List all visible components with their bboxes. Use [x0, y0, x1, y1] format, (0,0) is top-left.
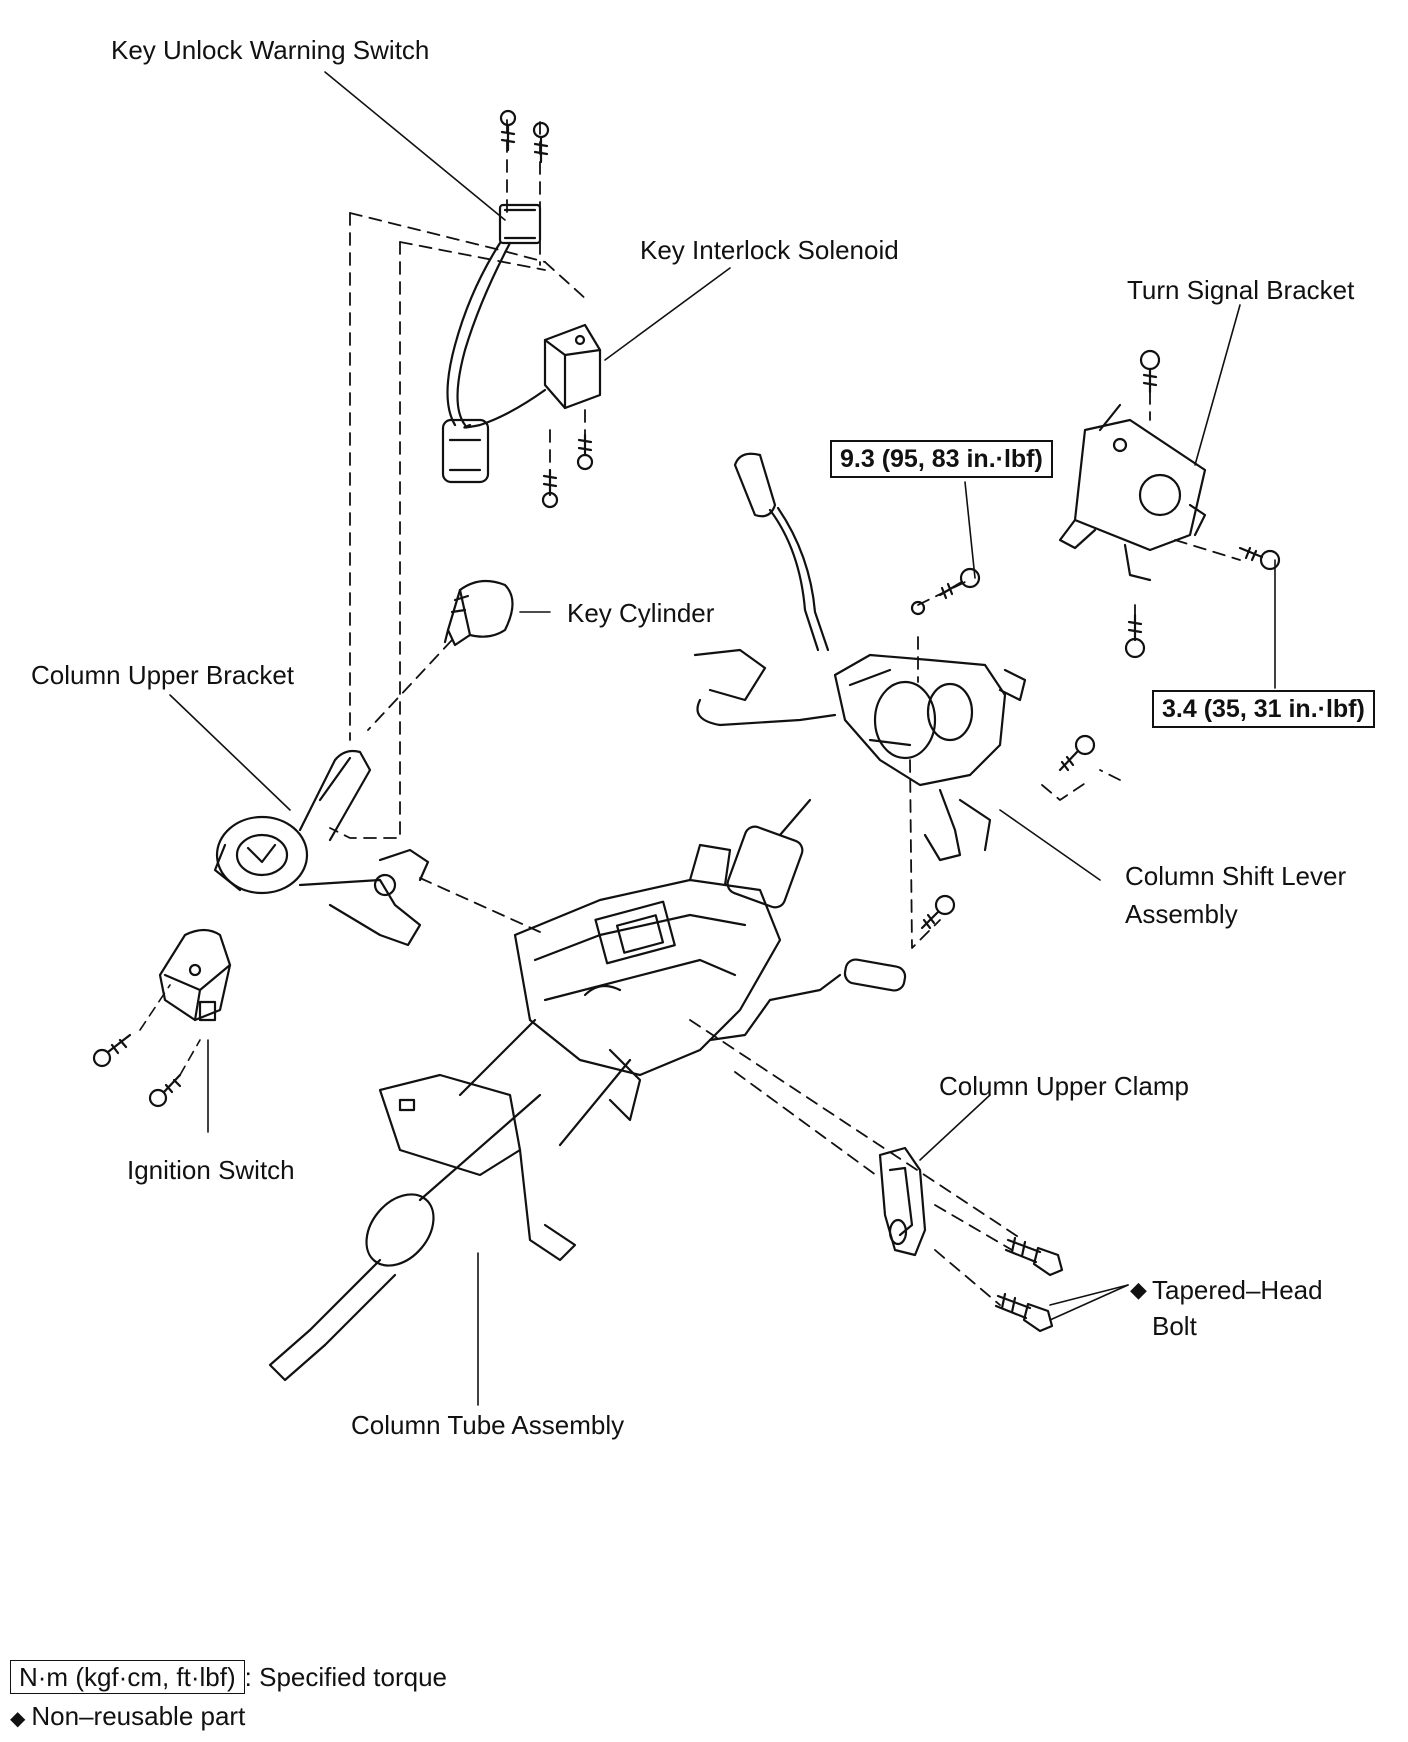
column-upper-bracket-part [213, 749, 430, 947]
non-reusable-marker-icon: ◆ [1130, 1277, 1147, 1302]
torque-spec-shift-lever-bolt: 9.3 (95, 83 in.·lbf) [830, 440, 1053, 478]
legend-torque-unit-box: N·m (kgf·cm, ft·lbf) [10, 1660, 245, 1694]
label-turn-signal-bracket: Turn Signal Bracket [1127, 275, 1355, 305]
screw-icon [499, 109, 517, 152]
diamond-icon: ◆ [10, 1708, 26, 1730]
label-column-shift-lever-assembly: Column Shift Lever Assembly [1125, 860, 1346, 930]
label-column-shift-lever-line2: Assembly [1125, 899, 1238, 929]
label-column-upper-bracket: Column Upper Bracket [31, 660, 294, 690]
column-tube-assembly-part [268, 798, 907, 1382]
ignition-switch-part [158, 928, 232, 1022]
screw-icon [1058, 734, 1096, 772]
column-upper-clamp-part [878, 1146, 927, 1257]
label-column-shift-lever-line1: Column Shift Lever [1125, 861, 1347, 891]
label-tapered-head-bolt: Tapered–Head Bolt [1152, 1274, 1323, 1342]
column-shift-lever-assembly-part [693, 452, 1027, 862]
screw-icon [1124, 613, 1146, 659]
screw-icon [92, 1033, 132, 1068]
label-column-upper-clamp: Column Upper Clamp [939, 1071, 1189, 1101]
screw-icon [920, 894, 956, 930]
turn-signal-bracket-part [1058, 403, 1207, 582]
screw-icon [1238, 546, 1281, 571]
screw-icon [541, 468, 559, 509]
legend-non-reusable: ◆Non–reusable part [10, 1700, 245, 1735]
key-interlock-solenoid-part [463, 323, 602, 429]
label-tapered-head-bolt-line2: Bolt [1152, 1311, 1197, 1341]
screw-icon [532, 121, 550, 164]
legend-torque: N·m (kgf·cm, ft·lbf): Specified torque [10, 1660, 447, 1694]
key-unlock-warning-switch-part [441, 203, 542, 484]
screw-icon [576, 433, 594, 471]
assembly-guide-lines [329, 119, 1241, 1306]
screw-icon [148, 1073, 182, 1108]
label-ignition-switch: Ignition Switch [127, 1155, 295, 1185]
tapered-head-bolt-part [994, 1236, 1064, 1333]
key-cylinder-part [443, 579, 514, 647]
legend-torque-desc: : Specified torque [244, 1662, 448, 1692]
legend-non-reusable-desc: Non–reusable part [31, 1701, 246, 1731]
screw-icon [938, 567, 981, 600]
torque-spec-turn-signal-bolt: 3.4 (35, 31 in.·lbf) [1152, 690, 1375, 728]
label-key-interlock-solenoid: Key Interlock Solenoid [640, 235, 899, 265]
screw-icon [1139, 349, 1161, 394]
label-tapered-head-bolt-line1: Tapered–Head [1152, 1275, 1323, 1305]
label-key-cylinder: Key Cylinder [567, 598, 715, 628]
leader-lines [169, 71, 1276, 1406]
label-key-unlock-warning-switch: Key Unlock Warning Switch [111, 35, 430, 65]
label-column-tube-assembly: Column Tube Assembly [351, 1410, 625, 1440]
